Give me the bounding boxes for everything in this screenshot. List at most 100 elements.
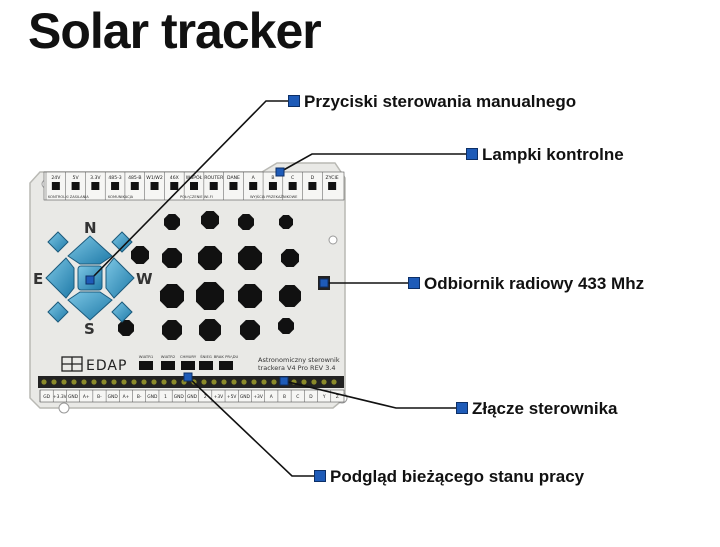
callout-status-preview: Podgląd bieżącego stanu pracy (314, 467, 584, 487)
bottom-label: B (283, 394, 286, 400)
terminal-pin (221, 379, 227, 385)
indicator-led (91, 182, 100, 190)
status-led (219, 361, 233, 370)
top-label: D (311, 175, 315, 181)
bottom-label: +3V (253, 394, 262, 400)
terminal-pin (161, 379, 167, 385)
bottom-label: Y (322, 394, 326, 400)
terminal-pin (91, 379, 97, 385)
status-label: WIATR2 (161, 354, 176, 359)
top-group-label: WYJŚCIA PRZEKAŹNIKOWE (250, 194, 298, 199)
terminal-pin (271, 379, 277, 385)
indicator-led (308, 182, 317, 190)
terminal-pin (241, 379, 247, 385)
marker-manual-start (85, 275, 95, 285)
indicator-led (51, 182, 60, 190)
terminal-pin (41, 379, 47, 385)
marker-square-icon (456, 401, 468, 414)
indicator-led (170, 182, 179, 190)
bottom-label: +3V (214, 394, 223, 400)
model-line-1: Astronomiczny sterownik (258, 356, 340, 364)
top-label: DANE (227, 175, 240, 181)
top-label: ZYCIE (326, 175, 339, 181)
marker-lamps-start (275, 167, 285, 177)
marker-square-icon (466, 147, 478, 160)
top-label: W1/W2 (146, 175, 163, 181)
callout-indicator-lamps-text: Lampki kontrolne (482, 145, 624, 164)
status-label: ŚNIEG (200, 354, 212, 359)
terminal-pin (331, 379, 337, 385)
bottom-label: GD (43, 394, 50, 400)
indicator-led (130, 182, 139, 190)
vent-octagon (131, 246, 149, 264)
vent-octagon (240, 320, 260, 340)
terminal-pin (231, 379, 237, 385)
north-button (67, 235, 113, 265)
status-label: CHMURY (180, 354, 197, 359)
bottom-label: 1 (164, 394, 167, 400)
direction-s: S (84, 320, 95, 338)
marker-connector-start (279, 376, 289, 386)
top-label: 485-3 (108, 175, 121, 181)
vent-octagon (238, 284, 262, 308)
bottom-label: GND (108, 394, 119, 400)
bottom-label: +5V (227, 394, 236, 400)
bottom-label: GND (147, 394, 158, 400)
terminal-pin (141, 379, 147, 385)
vent-octagon (160, 284, 184, 308)
bottom-label: Z (336, 394, 339, 400)
callout-radio-receiver-text: Odbiornik radiowy 433 Mhz (424, 274, 645, 293)
terminal-pin (251, 379, 257, 385)
bottom-label: B- (137, 394, 142, 400)
bottom-label: A+ (123, 394, 130, 400)
nw-button (47, 231, 69, 253)
top-group-label: KONTROLKI ZASILANIA (48, 195, 89, 199)
status-led (139, 361, 153, 370)
callout-manual-buttons-text: Przyciski sterowania manualnego (304, 92, 577, 111)
bottom-label: A+ (83, 394, 90, 400)
marker-status-start (183, 372, 193, 382)
edap-logo (61, 356, 83, 372)
top-label: C (291, 175, 294, 181)
marker-square-icon (408, 276, 420, 289)
callout-controller-connector: Złącze sterownika (456, 399, 618, 419)
vent-octagon (162, 320, 182, 340)
terminal-pin (61, 379, 67, 385)
bottom-label: GND (240, 394, 251, 400)
top-group-label: POŁĄCZENIE WI-FI (180, 195, 213, 199)
indicator-led (150, 182, 159, 190)
callout-manual-buttons: Przyciski sterowania manualnego (288, 92, 576, 112)
indicator-led (328, 182, 337, 190)
terminal-pin (311, 379, 317, 385)
direction-n: N (84, 219, 97, 237)
direction-e: E (33, 270, 43, 288)
bottom-label: D (309, 394, 313, 400)
top-label: WSPÓŁ (186, 174, 203, 181)
leader-lines (89, 100, 468, 477)
west-button (45, 257, 75, 299)
bottom-label: A (270, 394, 273, 400)
callout-controller-connector-text: Złącze sterownika (472, 399, 618, 418)
vent-octagon (196, 282, 224, 310)
indicator-led (209, 182, 218, 190)
top-label: 485-B (128, 175, 141, 181)
top-label: 5V (73, 175, 80, 181)
vent-octagon (278, 318, 294, 334)
east-button (105, 257, 135, 299)
ne-button (111, 231, 133, 253)
top-label: B (271, 175, 274, 181)
status-led (161, 361, 175, 370)
se-button (111, 301, 133, 323)
terminal-pin (201, 379, 207, 385)
vent-octagon (238, 214, 254, 230)
brand-text: EDAP (86, 358, 127, 374)
indicator-led (71, 182, 80, 190)
vent-octagon (199, 319, 221, 341)
marker-square-icon (288, 94, 300, 107)
vent-octagon (279, 285, 301, 307)
vent-octagon (198, 246, 222, 270)
manual-buttons-cluster (45, 231, 135, 323)
bottom-label: +3.3V (53, 394, 67, 400)
marker-square-icon (314, 469, 326, 482)
bottom-label: 2 (204, 394, 207, 400)
